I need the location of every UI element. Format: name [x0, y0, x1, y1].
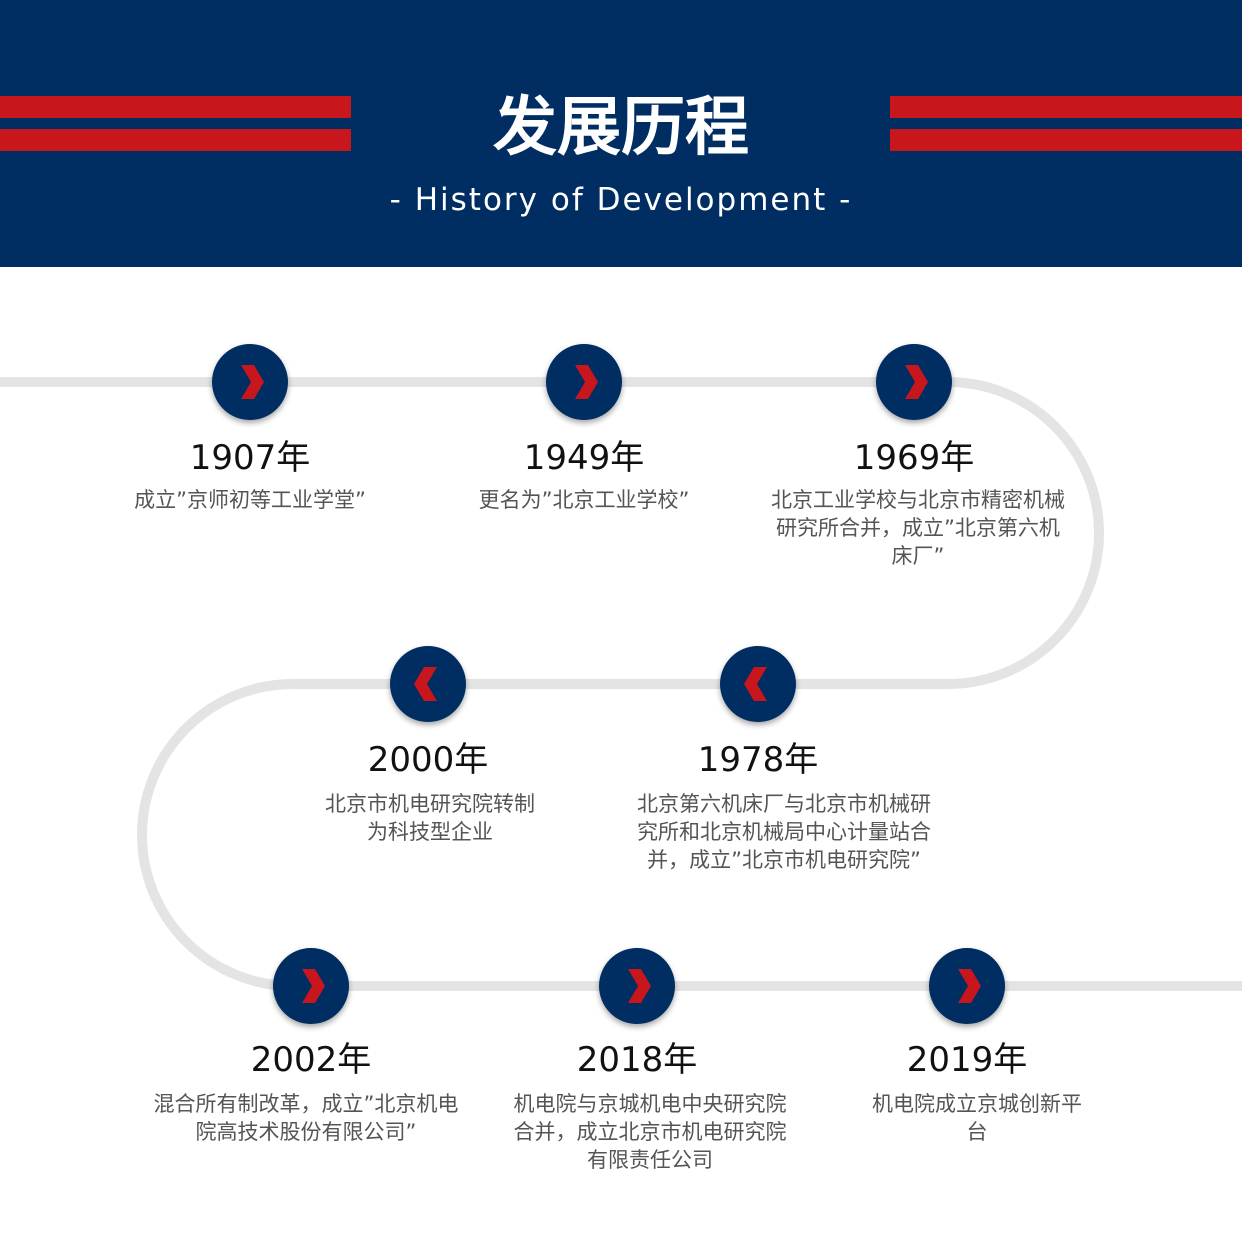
milestone-year: 1978年: [697, 740, 819, 780]
milestone-node-1978: [720, 646, 796, 722]
page-title: 发展历程: [493, 91, 749, 165]
milestone-year: 1969年: [853, 438, 975, 478]
milestone-node-1969: [876, 344, 952, 420]
milestone-node-2000: [390, 646, 466, 722]
chevron-right-icon: [958, 969, 981, 1003]
chevron-right-icon: [241, 365, 264, 399]
milestone-description: 更名为”北京工业学校”: [478, 488, 690, 512]
decorative-stripe: [0, 129, 351, 151]
decorative-stripe: [890, 129, 1242, 151]
page-subtitle: - History of Development -: [389, 182, 853, 218]
milestone-year: 1907年: [189, 438, 311, 478]
milestone-node-2019: [929, 948, 1005, 1024]
header-banner: 发展历程 - History of Development -: [0, 0, 1242, 267]
chevron-left-icon: [414, 667, 437, 701]
milestone-node-2002: [273, 948, 349, 1024]
chevron-right-icon: [302, 969, 325, 1003]
milestone-year: 2002年: [250, 1040, 372, 1080]
milestone-description: 成立”京师初等工业学堂”: [134, 488, 366, 512]
decorative-stripe: [0, 96, 351, 118]
milestone-year: 2019年: [906, 1040, 1028, 1080]
milestone-description: 机电院与京城机电中央研究院合并，成立北京市机电研究院有限责任公司: [513, 1092, 787, 1172]
chevron-left-icon: [744, 667, 767, 701]
milestone-node-2018: [599, 948, 675, 1024]
milestone-node-1907: [212, 344, 288, 420]
chevron-right-icon: [905, 365, 928, 399]
milestone-description: 北京第六机床厂与北京市机械研究所和北京机械局中心计量站合并，成立”北京市机电研究…: [637, 792, 931, 872]
decorative-stripe: [890, 96, 1242, 118]
milestone-description: 北京市机电研究院转制为科技型企业: [325, 792, 535, 844]
milestone-year: 2000年: [367, 740, 489, 780]
milestone-description: 机电院成立京城创新平台: [872, 1092, 1082, 1144]
milestone-year: 2018年: [576, 1040, 698, 1080]
milestone-description: 北京工业学校与北京市精密机械研究所合并，成立”北京第六机床厂”: [771, 488, 1065, 568]
chevron-right-icon: [628, 969, 651, 1003]
milestone-description: 混合所有制改革，成立”北京机电院高技术股份有限公司”: [153, 1092, 459, 1144]
milestone-year: 1949年: [523, 438, 645, 478]
milestone-node-1949: [546, 344, 622, 420]
chevron-right-icon: [575, 365, 598, 399]
